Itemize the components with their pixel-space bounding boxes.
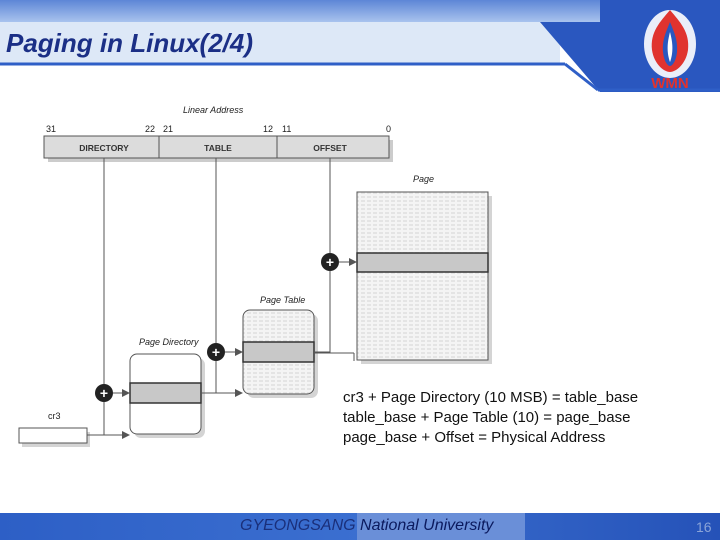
page-directory-label: Page Directory [139,337,199,347]
bit-0-label: 0 [386,124,391,134]
plus-icon-page: + [321,253,339,271]
bit-31-label: 31 [46,124,56,134]
cr3-register [18,427,90,447]
slide-title: Paging in Linux(2/4) [6,28,254,58]
bit-12-label: 12 [263,124,273,134]
cr3-label: cr3 [48,411,61,421]
svg-text:+: + [100,385,108,401]
plus-icon-page-directory: + [95,384,113,402]
bit-22-label: 22 [145,124,155,134]
field-directory: DIRECTORY [79,143,129,153]
wmn-logo-icon: WMN [644,10,696,92]
page-label: Page [413,174,434,184]
linear-address-bar: DIRECTORY TABLE OFFSET [43,135,393,162]
page-block [356,191,492,364]
formula-line-1: cr3 + Page Directory (10 MSB) = table_ba… [343,389,639,406]
svg-text:+: + [326,254,334,270]
page-table-block [242,309,318,398]
connection-lines [87,158,357,439]
page-table-label: Page Table [260,295,305,305]
bit-21-label: 21 [163,124,173,134]
footer-university: GYEONGSANG National University [240,517,493,535]
svg-text:+: + [212,344,220,360]
plus-icon-page-table: + [207,343,225,361]
formula-line-3: page_base + Offset = Physical Address [343,429,606,446]
page-number: 16 [696,519,712,535]
bit-11-label: 11 [282,124,291,134]
formula-line-2: table_base + Page Table (10) = page_base [343,409,631,426]
field-offset: OFFSET [313,143,347,153]
footer-band [0,513,720,540]
paging-diagram: Linear Address 31 22 21 12 11 0 DIRECTOR… [18,105,492,447]
field-table: TABLE [204,143,232,153]
logo-text: WMN [651,75,689,92]
formula-list: cr3 + Page Directory (10 MSB) = table_ba… [343,388,638,448]
footer-university-part1: GYEONGSANG [240,517,356,534]
page-directory-block [129,353,205,438]
header-band [0,0,720,92]
footer-university-part2: National University [355,517,494,534]
linear-address-label: Linear Address [183,105,244,115]
